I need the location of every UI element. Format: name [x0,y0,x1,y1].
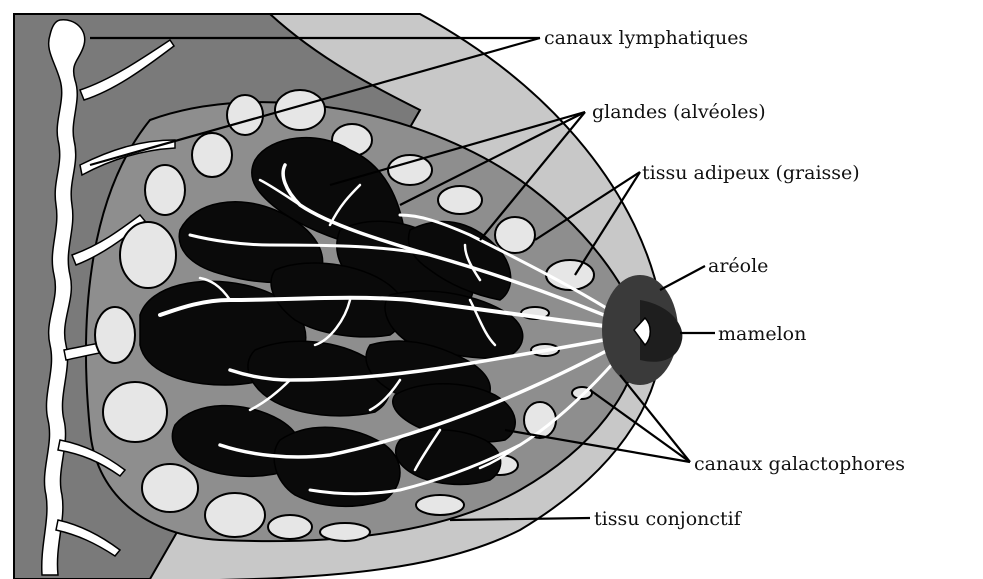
label-glands: glandes (alvéoles) [592,101,766,123]
label-milk-ducts: canaux galactophores [694,453,905,475]
label-adipose-tissue: tissu adipeux (graisse) [642,162,860,184]
label-nipple: mamelon [718,323,806,345]
label-lymphatic-channels: canaux lymphatiques [544,27,748,49]
label-connective-tissue: tissu conjonctif [594,508,743,530]
label-areola: aréole [708,255,768,277]
